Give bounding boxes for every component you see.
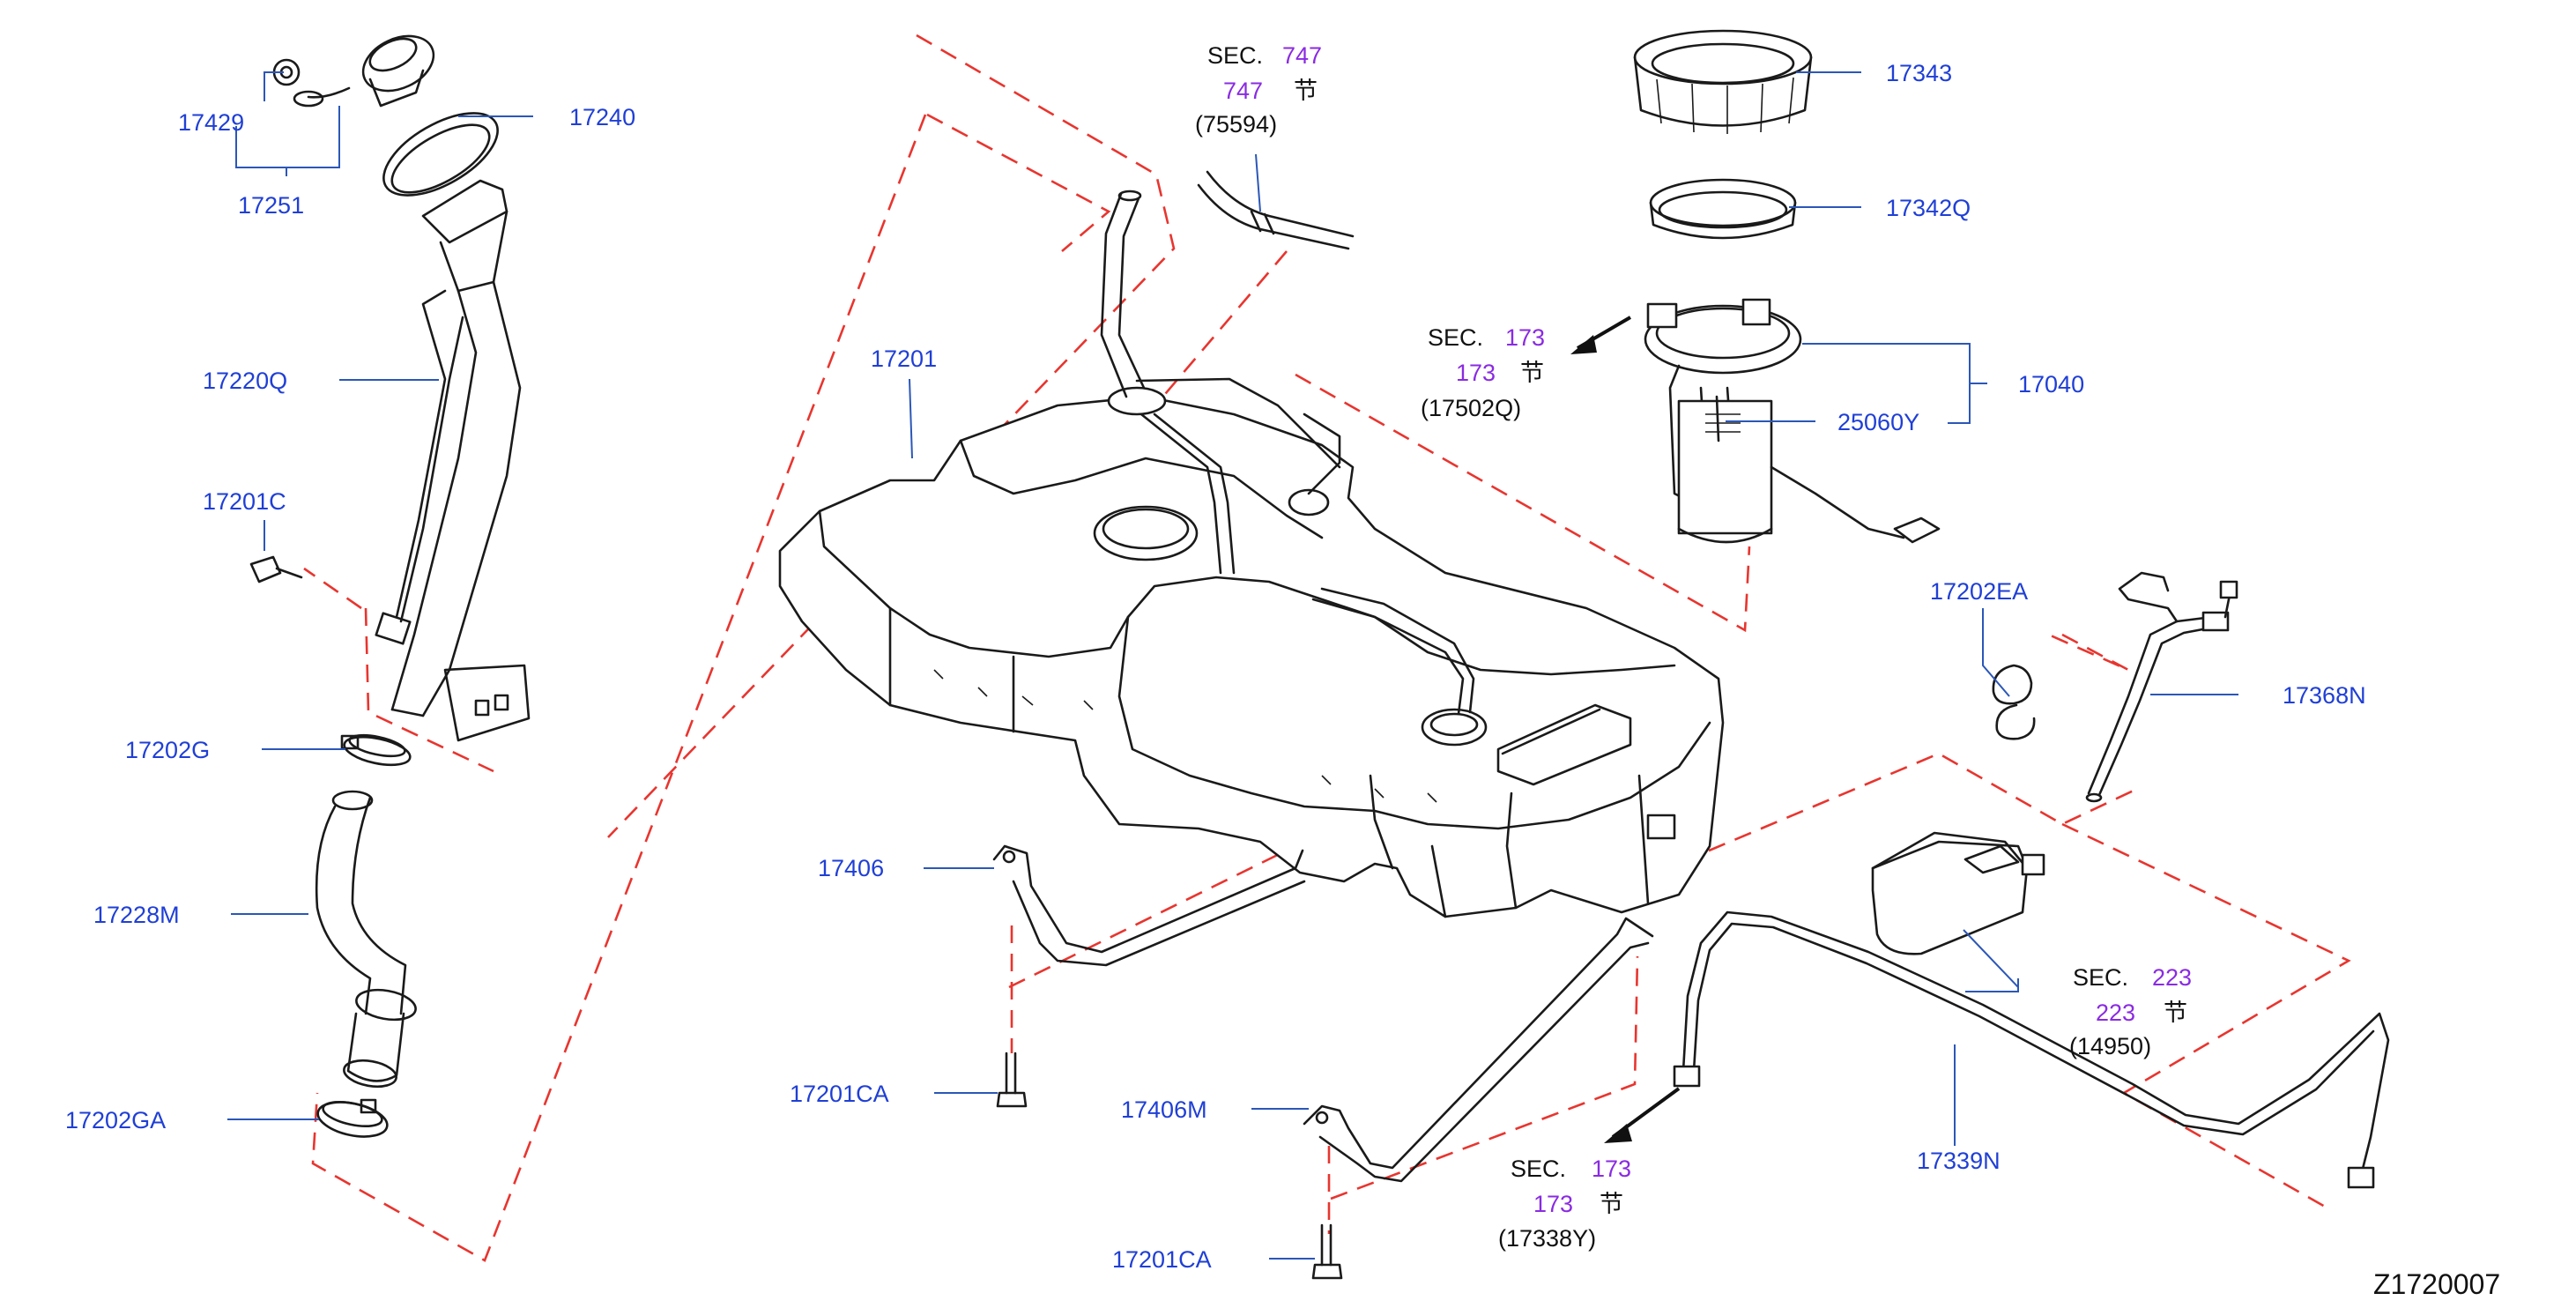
seal-ring-17342q[interactable] <box>1649 178 1797 240</box>
label-17251[interactable]: 17251 <box>238 192 304 219</box>
filler-neck-bracket[interactable] <box>443 664 531 742</box>
sec-label: SEC. <box>1207 42 1263 69</box>
sec-label: SEC. <box>1511 1156 1566 1182</box>
fuel-pump-17040[interactable] <box>1644 298 1941 544</box>
label-17406m[interactable]: 17406M <box>1121 1096 1207 1123</box>
label-17240[interactable]: 17240 <box>569 104 635 130</box>
vapor-vent-pipe[interactable] <box>1100 190 1341 469</box>
sec-number: 223 <box>2152 964 2192 991</box>
label-17342q[interactable]: 17342Q <box>1886 195 1971 221</box>
label-17228m[interactable]: 17228M <box>93 902 180 928</box>
sec-number-repeat: 173 <box>1533 1191 1573 1217</box>
label-17343[interactable]: 17343 <box>1886 60 1952 86</box>
tank-strap-17406m[interactable] <box>1303 917 1654 1183</box>
sec-number-repeat: 223 <box>2096 1000 2135 1026</box>
evap-canister-14950[interactable] <box>1871 831 2045 955</box>
hose-clamp-17202g[interactable] <box>340 732 412 770</box>
sec-number-repeat: 747 <box>1223 78 1263 104</box>
vent-tube-17368n[interactable] <box>2085 571 2238 803</box>
sec-jie: 节 <box>1520 360 1544 386</box>
sec-jie: 节 <box>1600 1191 1623 1217</box>
bolt-17201c[interactable] <box>249 555 303 583</box>
fuel-filler-cap[interactable] <box>307 26 442 108</box>
label-17201[interactable]: 17201 <box>871 346 937 372</box>
sec-part: (75594) <box>1195 111 1277 137</box>
hose-clamp-17202ga[interactable] <box>315 1096 390 1142</box>
vent-hose-75594[interactable] <box>1197 170 1355 250</box>
section-ref-14950[interactable]: SEC. 223 223 节 (14950) <box>2069 964 2192 1059</box>
sec-jie: 节 <box>2164 1000 2187 1026</box>
diagram-code: Z1720007 <box>2373 1268 2500 1300</box>
label-17339n[interactable]: 17339N <box>1917 1148 2001 1174</box>
sec-part: (14950) <box>2069 1033 2151 1059</box>
tank-strap-17406[interactable] <box>992 844 1306 967</box>
label-17220q[interactable]: 17220Q <box>203 368 287 394</box>
label-17429[interactable]: 17429 <box>178 109 244 136</box>
sec-part: (17502Q) <box>1421 395 1521 421</box>
section-ref-17502q[interactable]: SEC. 173 173 节 (17502Q) <box>1421 324 1545 421</box>
leader-lines <box>227 71 2238 1260</box>
part-labels: 17429 17251 17240 17220Q 17201C 17202G 1… <box>65 60 2366 1273</box>
arrow-icon-17502q <box>1570 335 1597 354</box>
filler-neck-tube[interactable] <box>375 179 522 717</box>
label-25060y[interactable]: 25060Y <box>1837 409 1919 435</box>
sec-number: 173 <box>1505 324 1545 351</box>
label-17368n[interactable]: 17368N <box>2283 682 2366 709</box>
label-17201ca-upper[interactable]: 17201CA <box>790 1081 889 1107</box>
label-17040[interactable]: 17040 <box>2018 371 2084 398</box>
label-17202ga[interactable]: 17202GA <box>65 1107 166 1133</box>
sec-label: SEC. <box>1428 324 1483 351</box>
label-17201ca-lower[interactable]: 17201CA <box>1112 1246 1212 1273</box>
label-17201c[interactable]: 17201C <box>203 488 286 515</box>
sec-part: (17338Y) <box>1498 1225 1596 1252</box>
filler-hose-17228m[interactable] <box>315 790 418 1090</box>
arrow-icon-17338y <box>1604 1124 1632 1143</box>
sec-number: 173 <box>1592 1156 1631 1182</box>
label-17406[interactable]: 17406 <box>818 855 884 881</box>
evap-tube-17339n[interactable] <box>1673 910 2390 1189</box>
sec-label: SEC. <box>2073 964 2128 991</box>
sec-jie: 节 <box>1294 78 1318 104</box>
label-17202g[interactable]: 17202G <box>125 737 210 763</box>
section-ref-75594[interactable]: SEC. 747 747 节 (75594) <box>1195 42 1322 137</box>
clip-17202ea[interactable] <box>1992 664 2036 740</box>
bolt-17201ca-upper[interactable] <box>996 1052 1028 1108</box>
sec-number-repeat: 173 <box>1456 360 1496 386</box>
section-ref-17338y[interactable]: SEC. 173 173 节 (17338Y) <box>1498 1156 1631 1252</box>
filler-cap-tether[interactable] <box>272 58 324 108</box>
bolt-17201ca-lower[interactable] <box>1311 1223 1343 1280</box>
fuel-tank-17201[interactable] <box>778 386 1725 918</box>
lock-ring-17343[interactable] <box>1633 29 1813 134</box>
sec-number: 747 <box>1282 42 1322 69</box>
label-17202ea[interactable]: 17202EA <box>1930 578 2028 605</box>
filler-ring-17240[interactable] <box>371 97 511 212</box>
